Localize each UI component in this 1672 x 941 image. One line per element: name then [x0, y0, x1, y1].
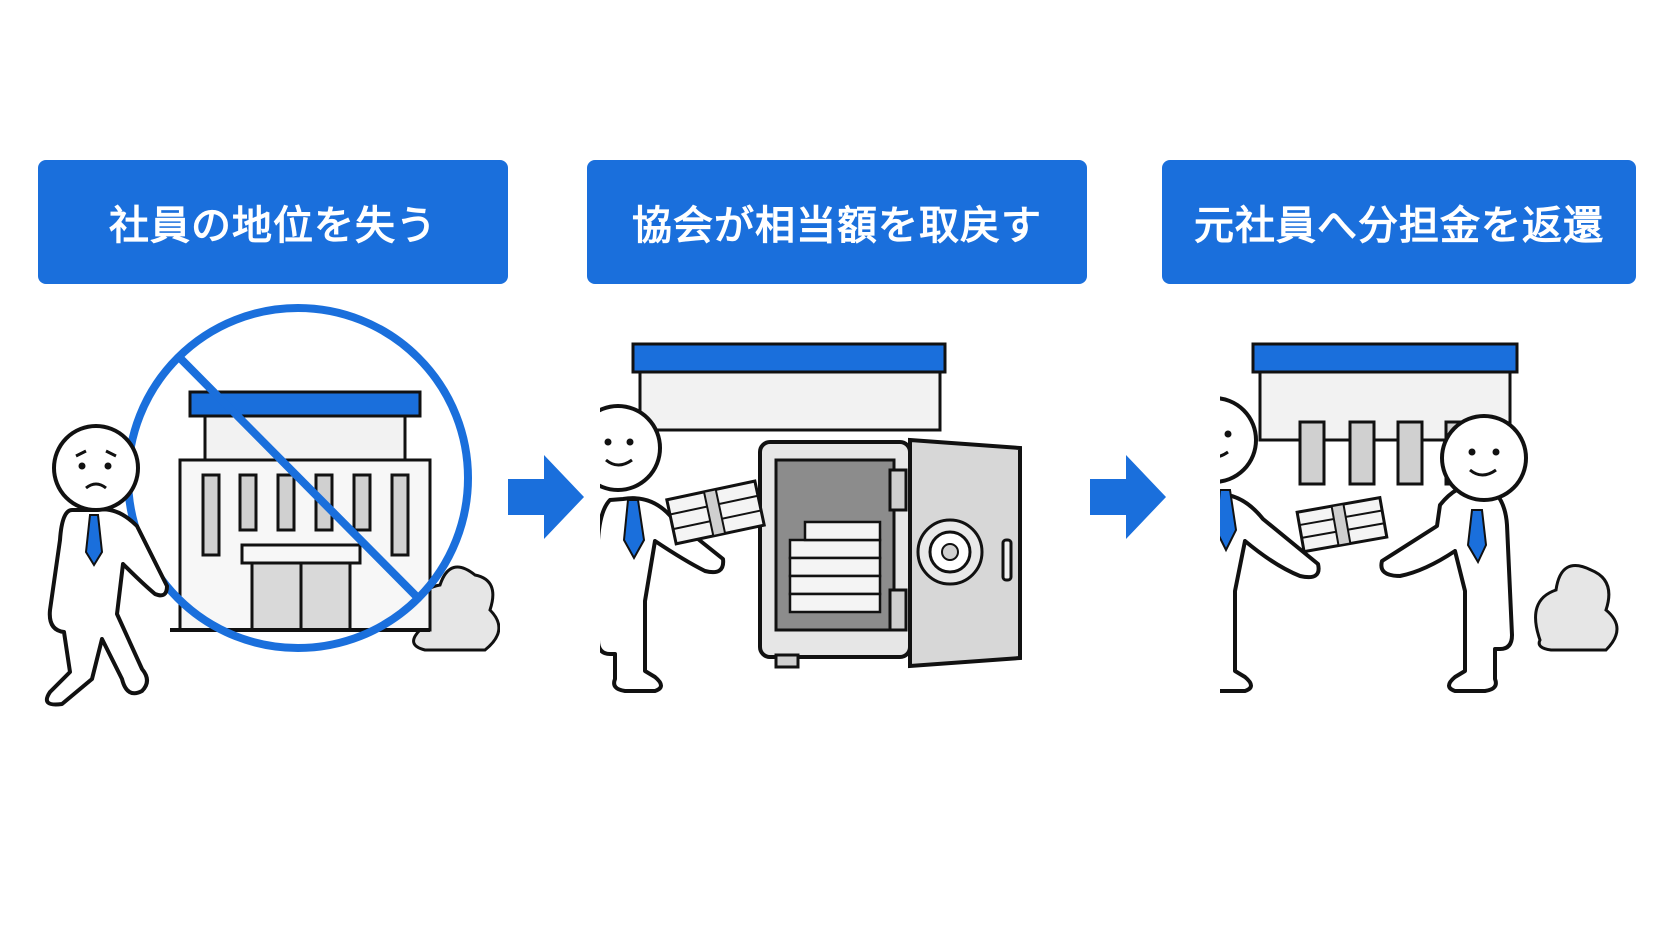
right-employee-icon — [1379, 414, 1528, 693]
right-arrow-icon — [508, 455, 584, 539]
departing-employee-building-prohibited-icon — [45, 304, 500, 707]
step-3-label: 元社員へ分担金を返還 — [1162, 160, 1636, 284]
employee-safe-money-icon — [600, 342, 1022, 693]
association-building-icon — [631, 342, 947, 432]
bush-icon — [1534, 564, 1619, 652]
employee-icon — [600, 404, 726, 693]
step-2-label: 協会が相当額を取戻す — [587, 160, 1087, 284]
safe-icon — [758, 437, 1022, 669]
money-handover-icon — [1220, 342, 1619, 693]
left-employee-icon — [1220, 396, 1321, 693]
sad-employee-icon — [45, 424, 169, 707]
office-building-icon — [170, 390, 432, 632]
step-1-label: 社員の地位を失う — [38, 160, 508, 284]
money-bundle-icon — [665, 479, 766, 546]
money-bundle-icon — [1295, 495, 1389, 554]
right-arrow-icon — [1090, 455, 1166, 539]
